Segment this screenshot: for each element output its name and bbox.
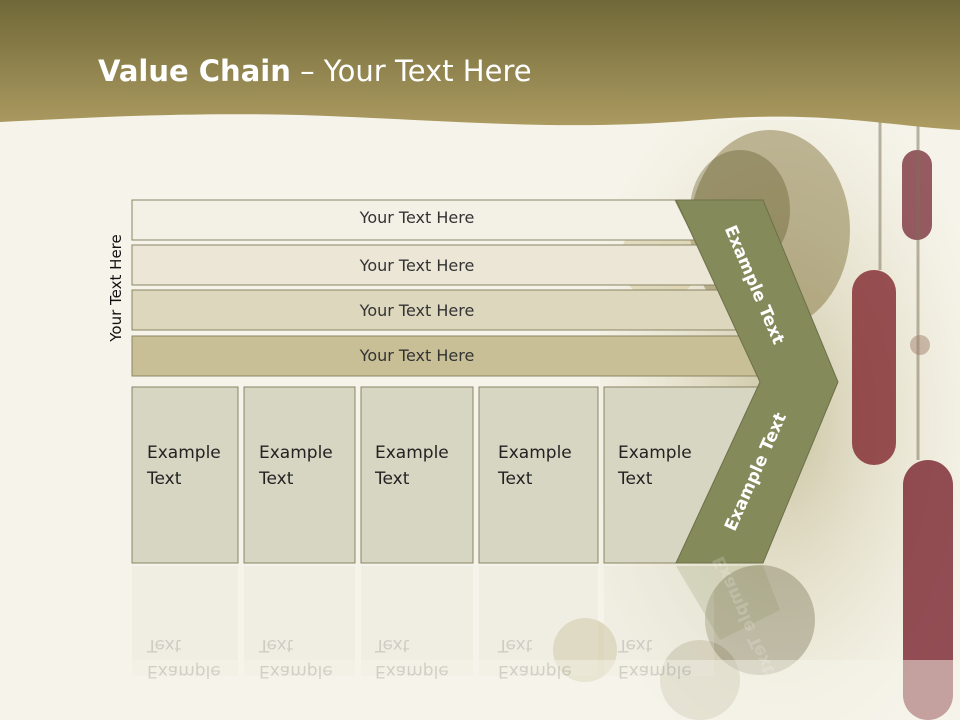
cell-line1: Example [498,661,572,681]
cell-line1: Example [498,443,572,463]
row-label-1: Your Text Here [359,208,475,227]
cell-reflection-3: Example Text [375,632,449,684]
cell-line2: Text [259,635,294,655]
cell-line2: Text [375,635,410,655]
cell-line2: Text [618,635,653,655]
header-band [0,0,960,130]
cell-text-2: Example Text [259,440,333,492]
cell-reflection-2: Example Text [259,632,333,684]
slide-title: Value Chain – Your Text Here [98,54,532,88]
cell-line1: Example [375,661,449,681]
cell-boxes [131,386,763,564]
cell-line2: Text [498,469,533,489]
row-label-3: Your Text Here [359,301,475,320]
cell-line1: Example [618,443,692,463]
row-label-4: Your Text Here [359,346,475,365]
side-label: Your Text Here [107,234,125,342]
title-rest: – Your Text Here [290,54,532,88]
jewelry-photo [553,120,960,720]
title-bold: Value Chain [98,54,291,88]
cell-line1: Example [259,443,333,463]
cell-reflections [132,566,714,676]
cell-reflection-4: Example Text [498,632,572,684]
value-chevron [675,199,839,564]
cell-reflection-1: Example Text [147,632,221,684]
row-bars [131,199,763,377]
cell-text-1: Example Text [147,440,221,492]
cell-line2: Text [618,469,653,489]
cell-line1: Example [259,661,333,681]
cell-text-4: Example Text [498,440,572,492]
cell-line1: Example [147,661,221,681]
cell-line1: Example [375,443,449,463]
cell-line1: Example [147,443,221,463]
cell-line2: Text [375,469,410,489]
cell-reflection-5: Example Text [618,632,692,684]
cell-line2: Text [498,635,533,655]
cell-text-3: Example Text [375,440,449,492]
cell-line2: Text [147,635,182,655]
row-label-2: Your Text Here [359,256,475,275]
cell-line2: Text [147,469,182,489]
cell-line2: Text [259,469,294,489]
cell-line1: Example [618,661,692,681]
cell-text-5: Example Text [618,440,692,492]
